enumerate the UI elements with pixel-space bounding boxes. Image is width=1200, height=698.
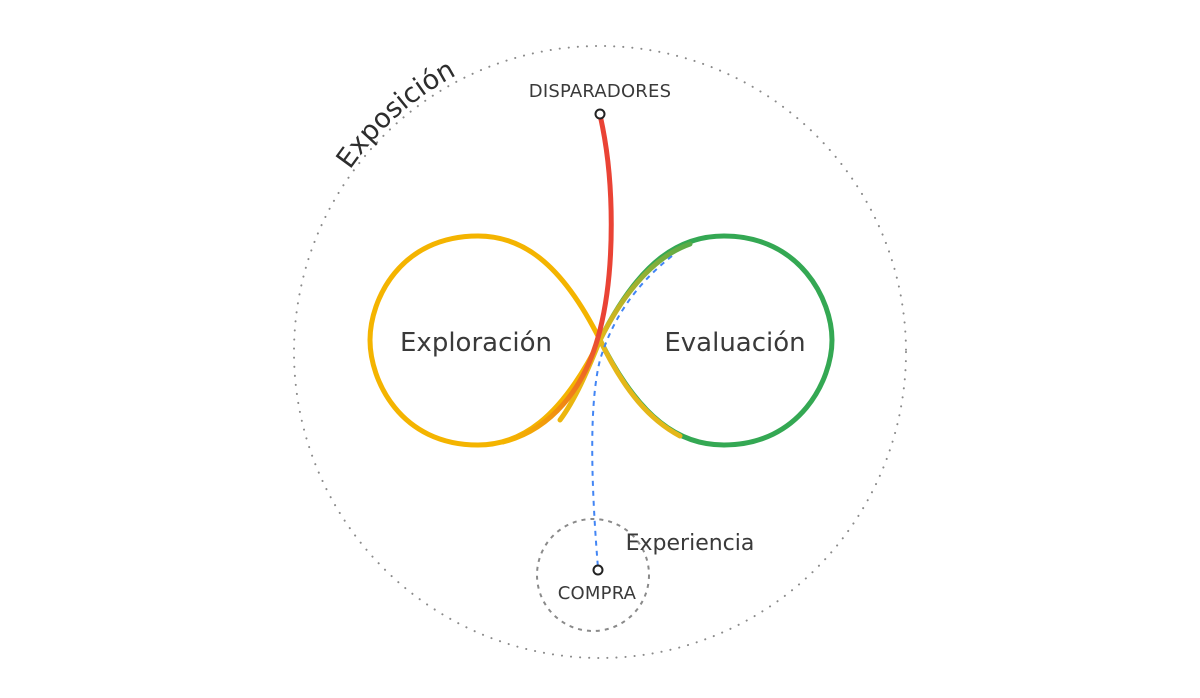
purchase-node [592,564,604,576]
loop-crossing-lower [597,337,683,439]
experience-boundary [536,518,650,632]
experience-label: Experiencia [626,531,755,556]
triggers-node [594,108,606,120]
evaluation-label: Evaluación [664,328,805,358]
exposure-label: Exposición [331,54,461,174]
exploration-label: Exploración [400,328,552,358]
exposure-boundary [293,45,907,659]
triggers-label: DISPARADORES [529,81,671,102]
purchase-path [591,255,673,569]
purchase-label: COMPRA [558,583,637,604]
trigger-path [500,112,614,445]
